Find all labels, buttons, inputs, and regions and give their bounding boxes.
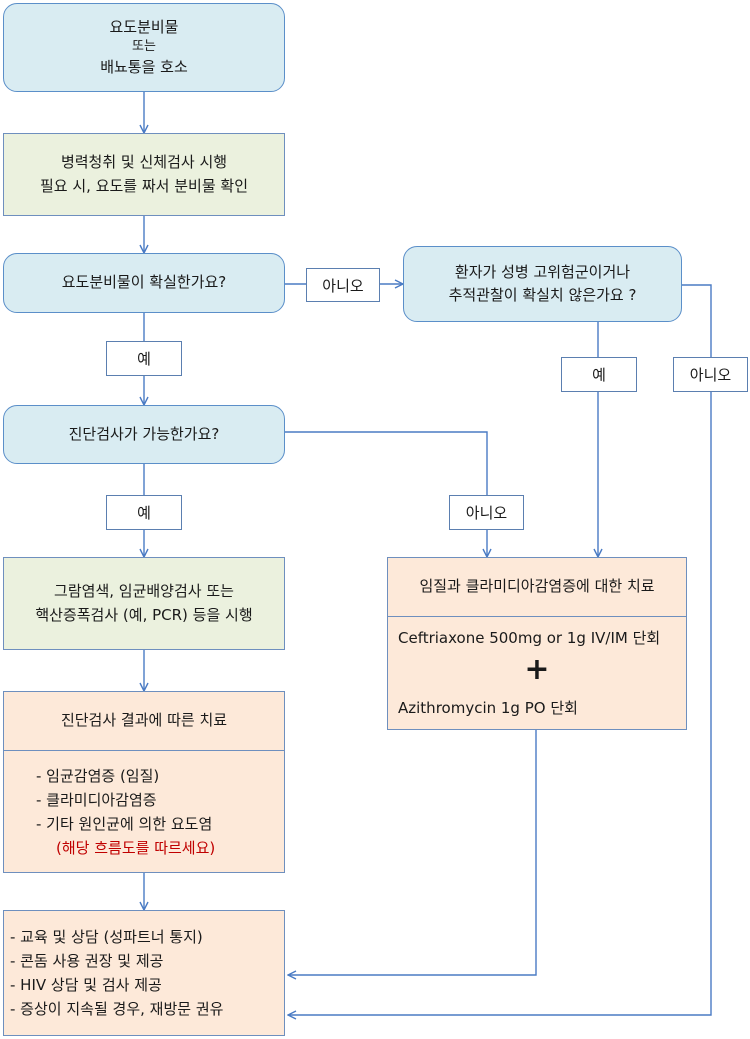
final-item-hiv: - HIV 상담 및 검사 제공 (10, 976, 162, 994)
final-item-condom: - 콘돔 사용 권장 및 제공 (10, 952, 164, 970)
question-risk-line1: 환자가 성병 고위험군이거나 (454, 262, 631, 281)
question-test-text: 진단검사가 가능한가요? (68, 424, 220, 443)
empiric-treatment-box: 임질과 클라미디아감염증에 대한 치료 Ceftriaxone 500mg or… (387, 557, 687, 730)
label-yes-test: 예 (106, 495, 182, 530)
empiric-divider (388, 616, 686, 617)
label-no-test: 아니오 (449, 495, 524, 530)
start-line2: 또는 (132, 39, 156, 55)
final-item-education: - 교육 및 상담 (성파트너 통지) (10, 928, 203, 946)
empiric-drug1: Ceftriaxone 500mg or 1g IV/IM 단회 (398, 629, 661, 647)
empiric-title: 임질과 클라미디아감염증에 대한 치료 (419, 577, 655, 596)
tests-line1: 그람염색, 임균배양검사 또는 (54, 582, 234, 601)
history-line2: 필요 시, 요도를 짜서 분비물 확인 (39, 176, 248, 195)
question-risk: 환자가 성병 고위험군이거나 추적관찰이 확실치 않은가요 ? (403, 246, 682, 322)
empiric-plus: + (524, 652, 550, 687)
start-box: 요도분비물 또는 배뇨통을 호소 (3, 3, 285, 92)
result-item-other: - 기타 원인균에 의한 요도염 (36, 815, 213, 833)
arrow-risk-no-to-final (288, 284, 712, 1015)
result-divider (4, 750, 284, 751)
history-box: 병력청취 및 신체검사 시행 필요 시, 요도를 짜서 분비물 확인 (3, 133, 285, 216)
final-item-revisit: - 증상이 지속될 경우, 재방문 권유 (10, 1000, 224, 1018)
result-item-chlamydia: - 클라미디아감염증 (36, 791, 157, 809)
tests-box: 그람염색, 임균배양검사 또는 핵산증폭검사 (예, PCR) 등을 시행 (3, 557, 285, 650)
label-no-risk: 아니오 (673, 357, 748, 392)
question-risk-line2: 추적관찰이 확실치 않은가요 ? (448, 286, 637, 304)
tests-line2: 핵산증폭검사 (예, PCR) 등을 시행 (35, 605, 253, 624)
start-line3: 배뇨통을 호소 (100, 57, 188, 76)
start-line1: 요도분비물 (109, 17, 179, 36)
final-list: - 교육 및 상담 (성파트너 통지) - 콘돔 사용 권장 및 제공 - HI… (4, 925, 223, 1021)
empiric-drug2: Azithromycin 1g PO 단회 (398, 699, 578, 717)
label-no-discharge: 아니오 (306, 268, 380, 302)
result-title: 진단검사 결과에 따른 치료 (60, 711, 228, 730)
result-list: - 임균감염증 (임질) - 클라미디아감염증 - 기타 원인균에 의한 요도염… (36, 764, 215, 860)
question-test: 진단검사가 가능한가요? (3, 405, 285, 464)
question-discharge: 요도분비물이 확실한가요? (3, 253, 285, 313)
final-box: - 교육 및 상담 (성파트너 통지) - 콘돔 사용 권장 및 제공 - HI… (3, 910, 285, 1036)
result-item-gonorrhea: - 임균감염증 (임질) (36, 767, 160, 785)
label-yes-risk: 예 (561, 357, 637, 392)
history-line1: 병력청취 및 신체검사 시행 (60, 153, 228, 172)
arrow-empiric-to-final (288, 730, 537, 975)
result-treatment-box: 진단검사 결과에 따른 치료 - 임균감염증 (임질) - 클라미디아감염증 -… (3, 691, 285, 873)
result-note: (해당 흐름도를 따르세요) (56, 839, 216, 857)
label-yes-discharge: 예 (106, 341, 182, 376)
question-discharge-text: 요도분비물이 확실한가요? (61, 273, 227, 292)
